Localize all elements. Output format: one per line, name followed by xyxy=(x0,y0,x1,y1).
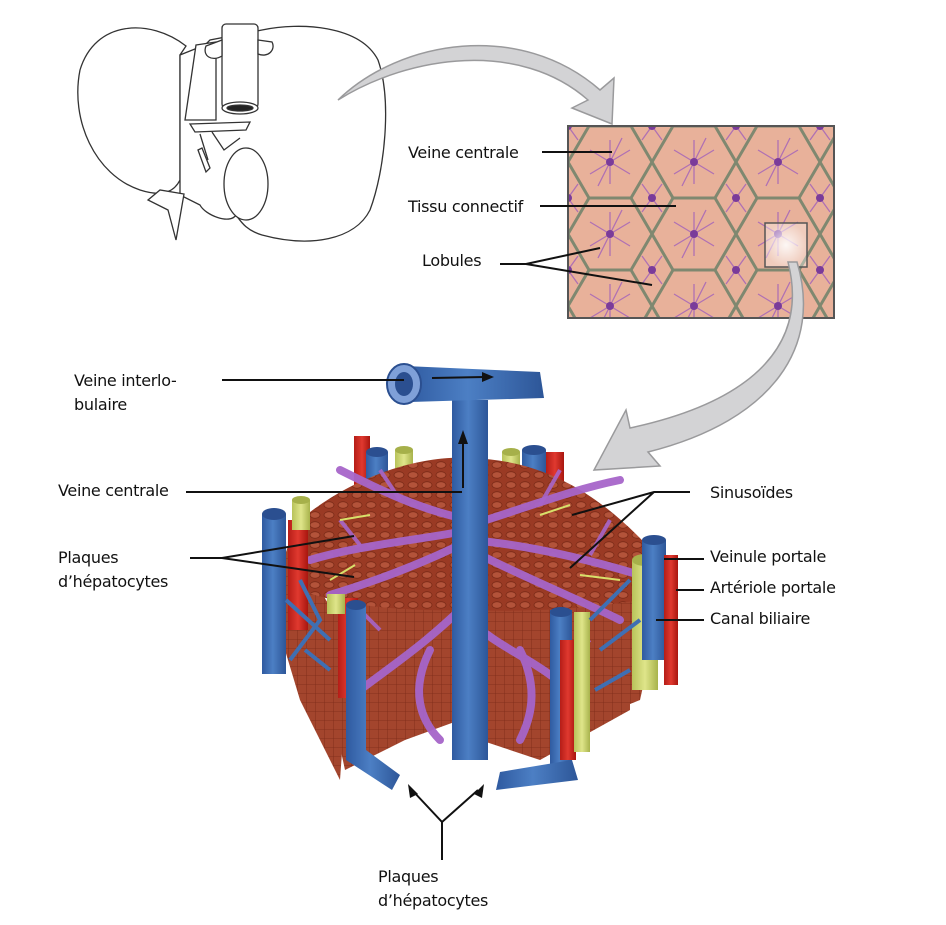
label-portal-arteriole: Artériole portale xyxy=(710,578,836,597)
label-bile-duct: Canal biliaire xyxy=(710,609,811,628)
label-interlobular-vein-line1: Veine interlo- xyxy=(74,371,177,390)
zoom-arrow-1 xyxy=(337,44,615,126)
label-central-vein-panel: Veine centrale xyxy=(408,143,519,162)
zoom-arrow-2 xyxy=(592,261,805,471)
label-interlobular-vein-line2: bulaire xyxy=(74,395,127,414)
interlobular-vein xyxy=(405,366,544,402)
label-central-vein-3d: Veine centrale xyxy=(58,481,169,500)
label-lobules: Lobules xyxy=(422,251,482,270)
label-connective-tissue: Tissu connectif xyxy=(408,197,523,216)
label-portal-venule: Veinule portale xyxy=(710,547,827,566)
label-bottom-plates-line2: d’hépatocytes xyxy=(378,891,489,910)
label-hepatocyte-plates-line2: d’hépatocytes xyxy=(58,572,169,591)
lobule-3d-section xyxy=(262,363,678,790)
central-vein xyxy=(452,400,488,760)
zoom-box xyxy=(764,222,808,268)
arrowhead-right xyxy=(474,784,484,798)
label-sinusoids: Sinusoïdes xyxy=(710,483,793,502)
liver-outline-drawing xyxy=(77,23,387,242)
label-hepatocyte-plates-line1: Plaques xyxy=(58,548,119,567)
lobule-panel xyxy=(567,125,835,319)
leader-lines xyxy=(186,151,704,860)
arrowhead-left xyxy=(408,784,418,798)
label-bottom-plates-line1: Plaques xyxy=(378,867,439,886)
